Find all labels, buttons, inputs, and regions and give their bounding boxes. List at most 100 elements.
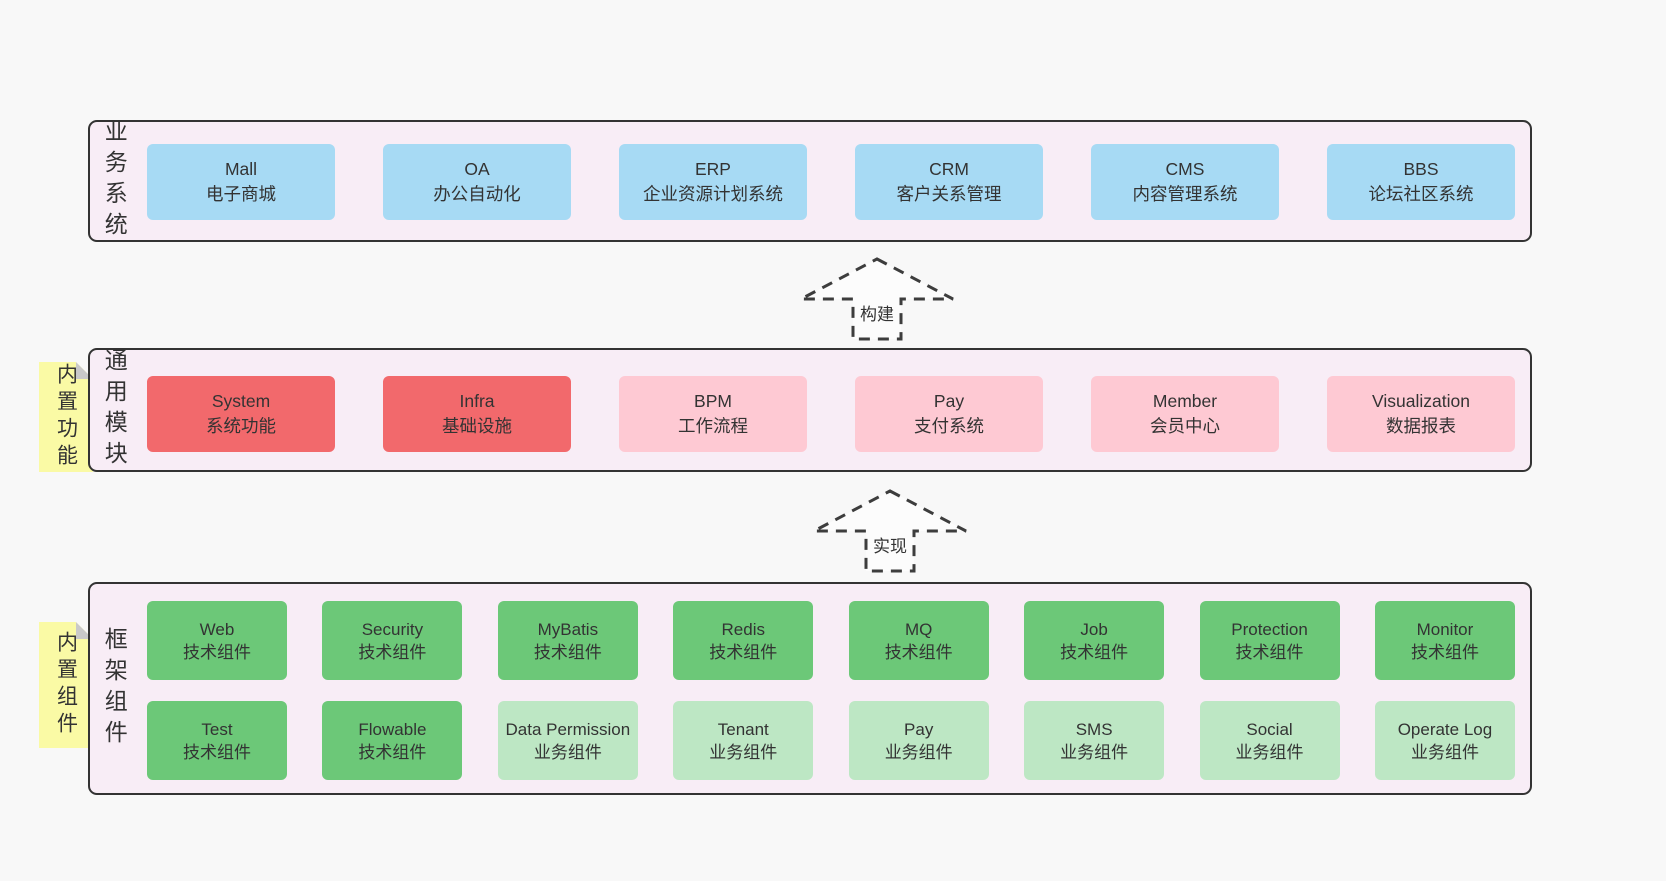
box-subtitle: 客户关系管理 bbox=[896, 184, 1002, 204]
sticky-label: 内置功能 bbox=[54, 363, 78, 471]
box-subtitle: 技术组件 bbox=[183, 742, 251, 762]
box-title: Operate Log bbox=[1397, 719, 1493, 739]
box-title: BBS bbox=[1403, 159, 1439, 179]
up-arrow-build: 构建 bbox=[797, 256, 957, 342]
band-label-business-systems: 业务系统 bbox=[101, 119, 128, 243]
common-modules-row: System 系统功能 Infra 基础设施 BPM 工作流程 Pay 支付系统… bbox=[147, 376, 1515, 452]
box-title: Data Permission bbox=[505, 719, 631, 739]
box-web: Web 技术组件 bbox=[147, 601, 287, 680]
box-subtitle: 技术组件 bbox=[1410, 642, 1479, 662]
box-title: Job bbox=[1080, 619, 1108, 639]
framework-components-band: 框架组件 Web 技术组件 Security 技术组件 MyBatis 技术组件… bbox=[88, 582, 1532, 795]
box-pay-component: Pay 业务组件 bbox=[848, 701, 989, 780]
box-subtitle: 论坛社区系统 bbox=[1368, 184, 1474, 204]
box-title: Pay bbox=[933, 391, 965, 411]
box-tenant: Tenant 业务组件 bbox=[673, 701, 814, 780]
box-subtitle: 电子商城 bbox=[206, 184, 276, 204]
box-sms: SMS 业务组件 bbox=[1024, 701, 1165, 780]
box-bbs: BBS 论坛社区系统 bbox=[1327, 144, 1515, 220]
box-member: Member 会员中心 bbox=[1091, 376, 1279, 452]
arrow-label-build: 构建 bbox=[856, 299, 898, 326]
box-subtitle: 技术组件 bbox=[709, 642, 778, 662]
box-bpm: BPM 工作流程 bbox=[619, 376, 807, 452]
box-title: Tenant bbox=[717, 719, 769, 739]
framework-components-row-2: Test 技术组件 Flowable 技术组件 Data Permission … bbox=[147, 701, 1515, 780]
box-job: Job 技术组件 bbox=[1024, 601, 1165, 680]
box-title: Mall bbox=[224, 159, 258, 179]
box-title: Security bbox=[361, 619, 424, 639]
box-title: Protection bbox=[1231, 619, 1308, 639]
band-label-framework-components: 框架组件 bbox=[101, 626, 128, 751]
box-cms: CMS 内容管理系统 bbox=[1091, 144, 1279, 220]
box-title: Social bbox=[1246, 719, 1293, 739]
box-title: SMS bbox=[1075, 719, 1113, 739]
box-subtitle: 工作流程 bbox=[678, 416, 748, 436]
box-erp: ERP 企业资源计划系统 bbox=[619, 144, 807, 220]
box-subtitle: 企业资源计划系统 bbox=[643, 184, 783, 204]
box-mall: Mall 电子商城 bbox=[147, 144, 335, 220]
box-title: Redis bbox=[721, 619, 765, 639]
business-systems-band: 业务系统 Mall 电子商城 OA 办公自动化 ERP 企业资源计划系统 CRM… bbox=[88, 119, 1532, 243]
box-title: Member bbox=[1152, 391, 1218, 411]
box-subtitle: 内容管理系统 bbox=[1132, 184, 1238, 204]
sticky-label: 内置组件 bbox=[54, 631, 78, 739]
box-title: MQ bbox=[904, 619, 933, 639]
box-flowable: Flowable 技术组件 bbox=[322, 701, 463, 780]
box-oa: OA 办公自动化 bbox=[383, 144, 571, 220]
box-operate-log: Operate Log 业务组件 bbox=[1374, 701, 1515, 780]
box-subtitle: 数据报表 bbox=[1386, 416, 1456, 436]
box-mq: MQ 技术组件 bbox=[848, 601, 989, 680]
box-title: Infra bbox=[459, 391, 495, 411]
up-arrow-implement: 实现 bbox=[810, 488, 970, 574]
box-title: Pay bbox=[904, 719, 934, 739]
box-subtitle: 技术组件 bbox=[183, 642, 251, 662]
box-title: MyBatis bbox=[537, 619, 599, 639]
box-subtitle: 技术组件 bbox=[358, 642, 427, 662]
box-monitor: Monitor 技术组件 bbox=[1374, 601, 1515, 680]
box-subtitle: 技术组件 bbox=[533, 642, 602, 662]
box-data-permission: Data Permission 业务组件 bbox=[497, 701, 638, 780]
box-subtitle: 技术组件 bbox=[1060, 642, 1129, 662]
box-title: ERP bbox=[695, 159, 731, 179]
sticky-note-builtin-features: 内置功能 bbox=[39, 362, 93, 472]
box-title: Monitor bbox=[1416, 619, 1474, 639]
business-systems-row: Mall 电子商城 OA 办公自动化 ERP 企业资源计划系统 CRM 客户关系… bbox=[147, 144, 1515, 220]
box-title: System bbox=[211, 391, 271, 411]
box-title: CMS bbox=[1165, 159, 1205, 179]
box-system: System 系统功能 bbox=[147, 376, 335, 452]
box-subtitle: 技术组件 bbox=[1235, 642, 1304, 662]
box-subtitle: 业务组件 bbox=[709, 742, 778, 762]
box-title: CRM bbox=[929, 159, 969, 179]
box-social: Social 业务组件 bbox=[1199, 701, 1340, 780]
box-subtitle: 业务组件 bbox=[1060, 742, 1129, 762]
box-redis: Redis 技术组件 bbox=[673, 601, 814, 680]
box-mybatis: MyBatis 技术组件 bbox=[497, 601, 638, 680]
arrow-label-implement: 实现 bbox=[869, 531, 911, 558]
box-test: Test 技术组件 bbox=[147, 701, 287, 780]
box-subtitle: 系统功能 bbox=[206, 416, 276, 436]
box-subtitle: 支付系统 bbox=[914, 416, 984, 436]
band-label-common-modules: 通用模块 bbox=[101, 348, 128, 472]
box-title: OA bbox=[464, 159, 490, 179]
box-crm: CRM 客户关系管理 bbox=[855, 144, 1043, 220]
box-subtitle: 业务组件 bbox=[1235, 742, 1304, 762]
box-subtitle: 会员中心 bbox=[1150, 416, 1220, 436]
box-subtitle: 业务组件 bbox=[884, 742, 953, 762]
box-protection: Protection 技术组件 bbox=[1199, 601, 1340, 680]
box-subtitle: 基础设施 bbox=[442, 416, 512, 436]
framework-components-row-1: Web 技术组件 Security 技术组件 MyBatis 技术组件 Redi… bbox=[147, 601, 1515, 680]
box-security: Security 技术组件 bbox=[322, 601, 463, 680]
box-title: Web bbox=[199, 619, 235, 639]
common-modules-band: 通用模块 System 系统功能 Infra 基础设施 BPM 工作流程 Pay… bbox=[88, 348, 1532, 472]
box-subtitle: 办公自动化 bbox=[433, 184, 521, 204]
box-title: BPM bbox=[694, 391, 732, 411]
box-title: Flowable bbox=[358, 719, 427, 739]
box-title: Visualization bbox=[1372, 391, 1470, 411]
sticky-note-builtin-components: 内置组件 bbox=[39, 622, 93, 748]
box-pay-system: Pay 支付系统 bbox=[855, 376, 1043, 452]
box-subtitle: 业务组件 bbox=[1410, 742, 1479, 762]
box-subtitle: 技术组件 bbox=[884, 642, 953, 662]
box-infra: Infra 基础设施 bbox=[383, 376, 571, 452]
box-title: Test bbox=[201, 719, 233, 739]
box-visualization: Visualization 数据报表 bbox=[1327, 376, 1515, 452]
